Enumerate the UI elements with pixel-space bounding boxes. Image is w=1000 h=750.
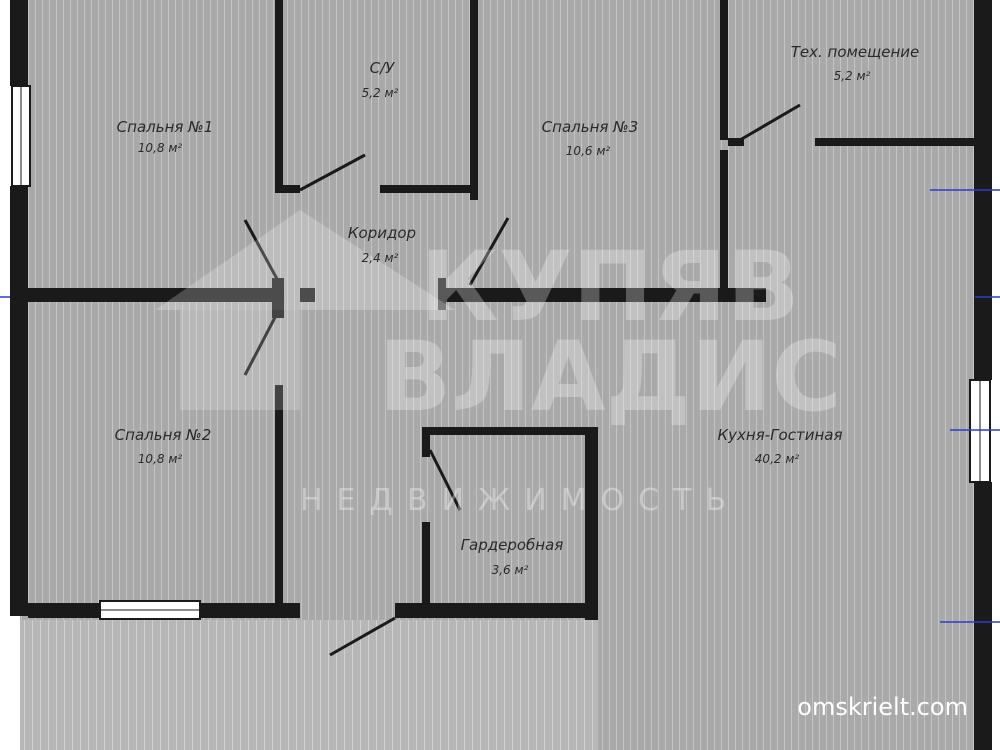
room-area-wardrobe: 3,6 м² (492, 563, 529, 577)
room-area-kitchen: 40,2 м² (755, 452, 800, 466)
room-name-tech: Тех. помещение (791, 43, 919, 61)
dimension-ticks (0, 189, 1000, 623)
room-area-bedroom1: 10,8 м² (138, 141, 183, 155)
windows (11, 85, 991, 620)
room-area-wc: 5,2 м² (362, 86, 399, 100)
room-name-wardrobe: Гардеробная (461, 536, 564, 554)
floor-fill (20, 0, 980, 750)
watermark-line2: ВЛАДИС (378, 321, 842, 433)
room-area-corridor: 2,4 м² (362, 251, 399, 265)
room-name-bedroom3: Спальня №3 (542, 118, 639, 136)
room-area-tech: 5,2 м² (834, 69, 871, 83)
watermark: КУПЯВ ВЛАДИС НЕДВИЖИМОСТЬ (155, 210, 842, 518)
room-name-wc: С/У (370, 59, 396, 77)
room-name-bedroom1: Спальня №1 (117, 118, 214, 136)
watermark-line1: КУПЯВ (420, 231, 800, 343)
doors (243, 103, 801, 657)
room-name-bedroom2: Спальня №2 (115, 426, 212, 444)
room-area-bedroom2: 10,8 м² (138, 452, 183, 466)
site-watermark-label: omskrielt.com (797, 693, 968, 721)
room-name-kitchen: Кухня-Гостиная (718, 426, 843, 444)
watermark-line3: НЕДВИЖИМОСТЬ (300, 483, 740, 518)
room-area-bedroom3: 10,6 м² (566, 144, 611, 158)
room-labels: Спальня №1 10,8 м² С/У 5,2 м² Спальня №3… (115, 43, 920, 577)
room-name-corridor: Коридор (348, 224, 416, 242)
walls (10, 0, 992, 750)
